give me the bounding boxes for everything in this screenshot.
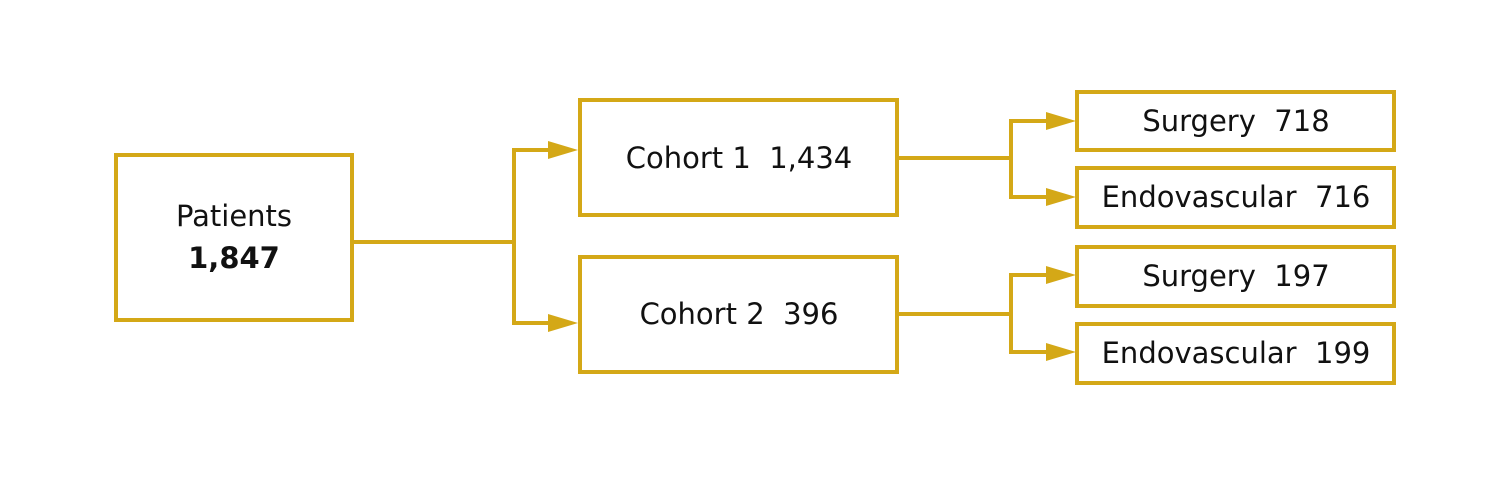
connector-cohort-1-to-treatments <box>898 112 1076 206</box>
cohort-1-endovascular-node: Endovascular 716 <box>1075 166 1396 229</box>
arrowhead-icon <box>1046 188 1076 206</box>
connector-root-to-cohorts <box>354 141 578 332</box>
cohort-1-label: Cohort 1 1,434 <box>626 141 853 175</box>
arrowhead-icon <box>548 141 578 159</box>
cohort-2-box <box>578 255 899 374</box>
arrowhead-icon <box>1046 112 1076 130</box>
cohort-node-1: Cohort 1 1,434 <box>578 98 899 217</box>
leaf-label: Endovascular 199 <box>1102 336 1371 370</box>
leaf-label: Surgery 197 <box>1142 259 1329 293</box>
root-count: 1,847 <box>188 241 280 275</box>
arrowhead-icon <box>1046 343 1076 361</box>
root-node: Patients 1,847 <box>114 153 354 322</box>
connector-to-endovascular <box>1009 314 1046 354</box>
root-label: Patients <box>176 199 292 233</box>
root-box <box>114 153 354 322</box>
connector-cohort-2-to-treatments <box>898 266 1076 361</box>
connector-to-surgery <box>1009 273 1046 314</box>
cohort-2-surgery-node: Surgery 197 <box>1075 245 1396 308</box>
leaf-box <box>1075 166 1396 229</box>
cohort-1-surgery-node: Surgery 718 <box>1075 90 1396 152</box>
leaf-box <box>1075 245 1396 308</box>
cohort-node-2: Cohort 2 396 <box>578 255 899 374</box>
arrowhead-icon <box>548 314 578 332</box>
cohort-2-label: Cohort 2 396 <box>640 297 839 331</box>
leaf-label: Surgery 718 <box>1142 104 1329 138</box>
cohort-2-endovascular-node: Endovascular 199 <box>1075 322 1396 385</box>
connector-to-cohort-2 <box>512 242 548 325</box>
arrowhead-icon <box>1046 266 1076 284</box>
connector-to-surgery <box>1009 119 1046 158</box>
cohort-1-box <box>578 98 899 217</box>
leaf-box <box>1075 322 1396 385</box>
connector-to-endovascular <box>1009 158 1046 199</box>
leaf-box <box>1075 90 1396 152</box>
connector-to-cohort-1 <box>512 148 548 242</box>
leaf-label: Endovascular 716 <box>1102 180 1371 214</box>
